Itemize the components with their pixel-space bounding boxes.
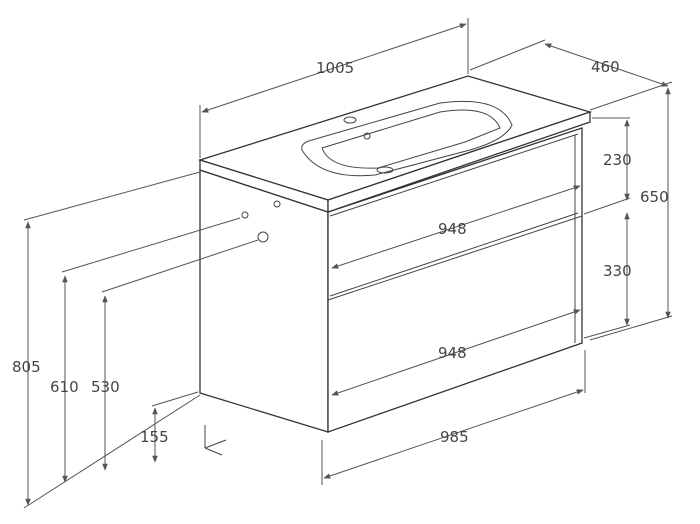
label-top-drawer-width: 948	[438, 220, 467, 238]
label-top-drawer-height: 230	[603, 151, 632, 169]
dimension-lines	[23, 18, 673, 509]
label-height-530: 530	[91, 378, 120, 396]
overflow-icon	[363, 132, 371, 140]
basin	[301, 100, 513, 177]
label-total-height: 805	[12, 358, 41, 376]
floor-axis-icon	[204, 425, 227, 456]
label-cabinet-width: 985	[440, 428, 469, 446]
pipe-hole	[273, 200, 281, 208]
label-height-610: 610	[50, 378, 79, 396]
label-bottom-drawer-width: 948	[438, 344, 467, 362]
label-bottom-drawer-height: 330	[603, 262, 632, 280]
label-floor-clearance: 155	[140, 428, 169, 446]
label-cabinet-height: 650	[640, 188, 669, 206]
cabinet-side	[199, 169, 329, 433]
label-overall-width: 1005	[316, 59, 354, 77]
pipe-hole	[241, 211, 249, 219]
tap-hole-icon	[343, 116, 357, 124]
drain-hole	[257, 231, 269, 243]
label-depth: 460	[591, 58, 620, 76]
drain-icon	[376, 166, 394, 174]
